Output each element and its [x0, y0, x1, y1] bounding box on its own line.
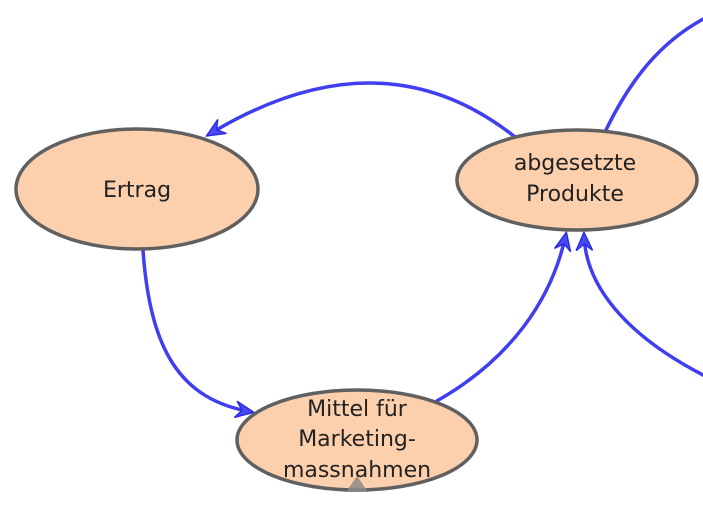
node-produkte-label-line1: abgesetzte [514, 151, 636, 176]
edge-mittel-to-produkte[interactable] [434, 230, 572, 404]
resize-handle-triangle-icon[interactable] [346, 476, 368, 492]
node-abgesetzte-produkte[interactable]: abgesetzte Produkte [455, 128, 699, 232]
node-mittel-label-line2: Marketing- [298, 427, 416, 452]
node-mittel-label-line1: Mittel für [307, 397, 408, 422]
edge-produkte-to-external[interactable] [603, 17, 703, 133]
node-mittel-fuer-marketingmassnahmen[interactable]: Mittel für Marketing- massnahmen [235, 388, 479, 492]
edge-produkte-to-ertrag[interactable] [205, 81, 517, 139]
node-ertrag-label: Ertrag [103, 178, 171, 203]
edge-external-to-produkte[interactable] [575, 230, 703, 377]
node-produkte-label-line2: Produkte [526, 182, 624, 207]
node-ertrag[interactable]: Ertrag [14, 127, 260, 251]
edge-ertrag-to-mittel[interactable] [141, 249, 256, 419]
